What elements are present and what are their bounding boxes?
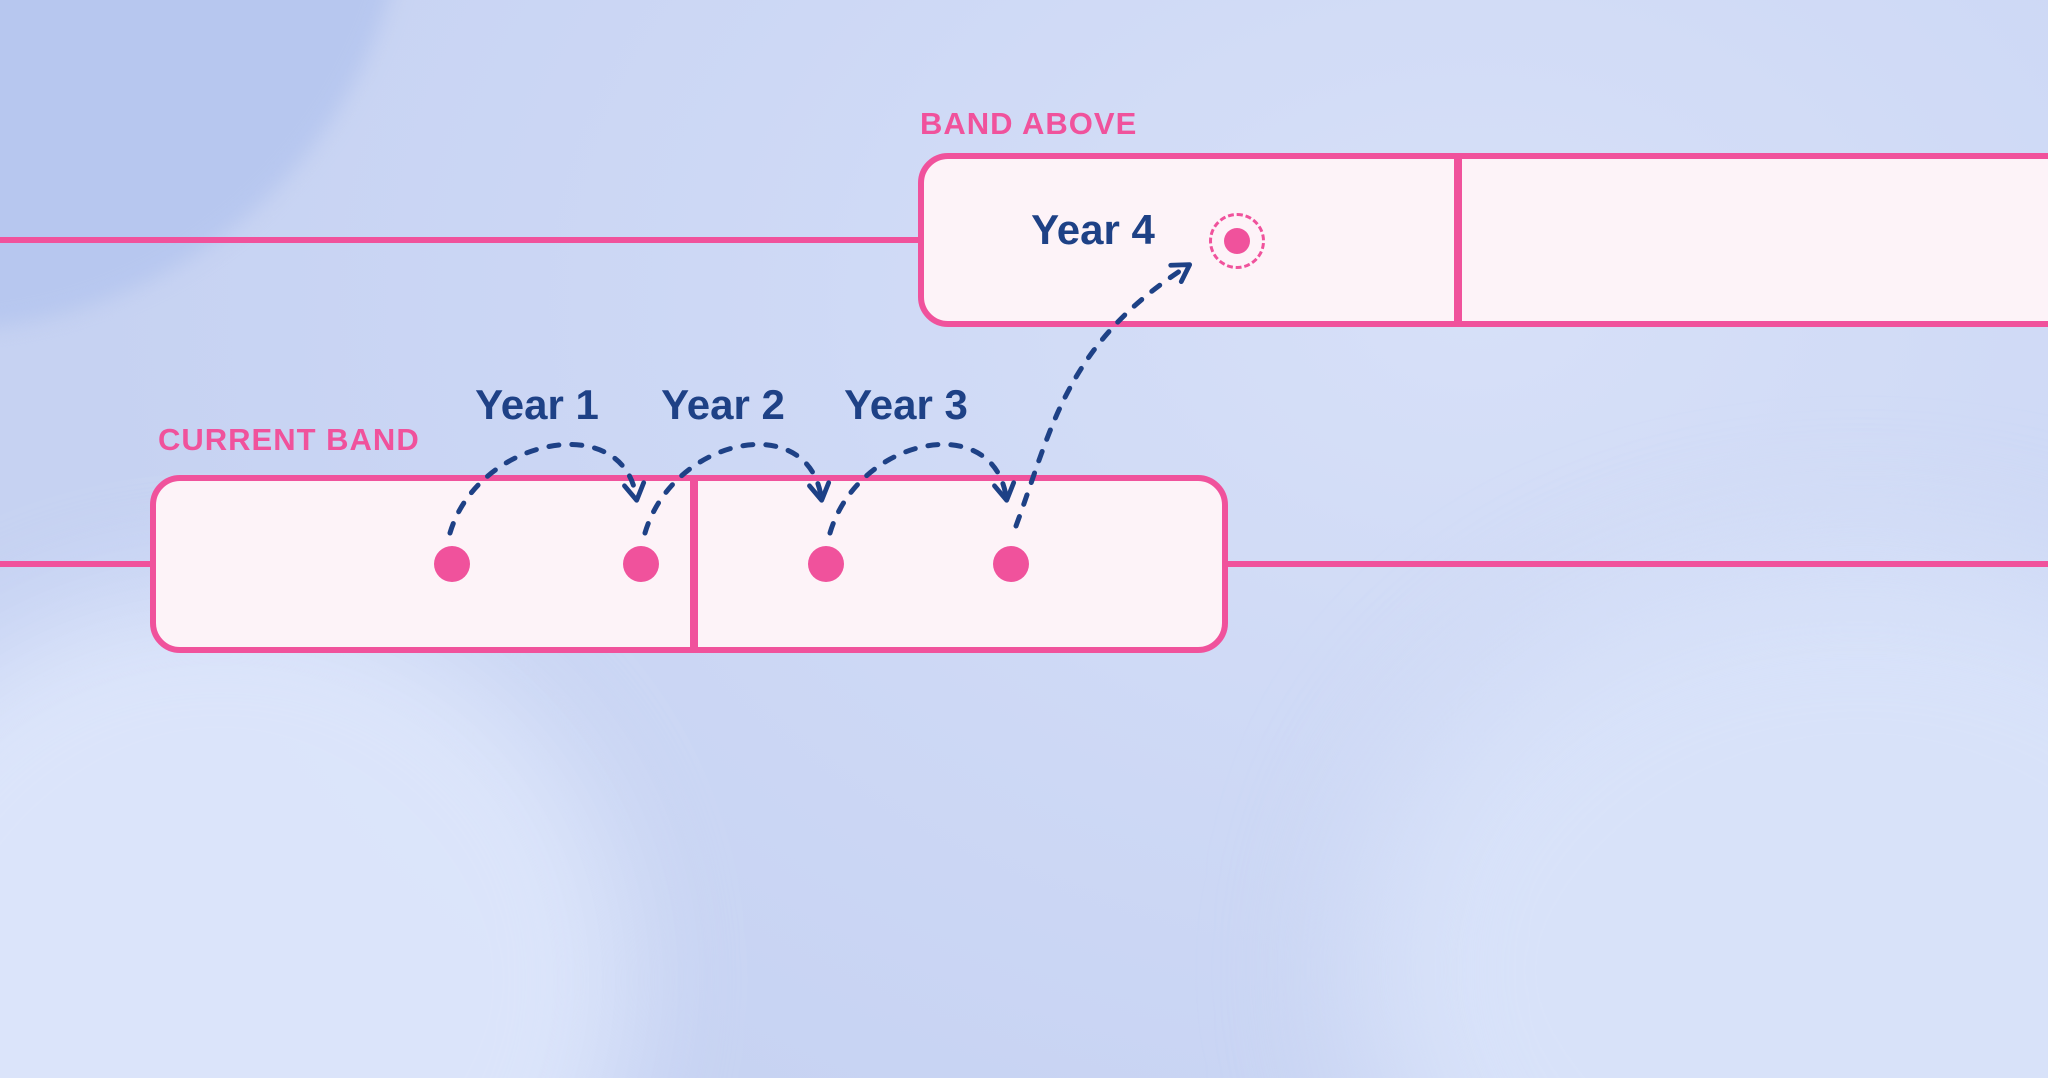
target-dot <box>1224 228 1250 254</box>
year-3-label: Year 3 <box>844 381 968 428</box>
band-above-pay-line <box>0 237 918 243</box>
milestone-dot-1 <box>434 546 470 582</box>
year-2-label: Year 2 <box>661 381 785 428</box>
milestone-dot-4 <box>993 546 1029 582</box>
milestone-dot-2 <box>623 546 659 582</box>
target-ring <box>1209 213 1265 269</box>
band-above-label: BAND ABOVE <box>920 106 1138 141</box>
background-blob-right <box>1360 560 2048 1078</box>
current-band-label: CURRENT BAND <box>158 422 420 457</box>
background-blob-top-left <box>0 0 410 330</box>
current-band <box>150 475 1228 653</box>
current-band-pay-line-right <box>1226 561 2048 567</box>
background-blob-bottom-left <box>0 590 630 1078</box>
current-band-pay-line-left <box>0 561 152 567</box>
year-1-label: Year 1 <box>475 381 599 428</box>
current-band-divider <box>690 481 698 647</box>
milestone-dot-3 <box>808 546 844 582</box>
band-above-divider <box>1454 159 1462 321</box>
year-4-label: Year 4 <box>1031 206 1155 253</box>
